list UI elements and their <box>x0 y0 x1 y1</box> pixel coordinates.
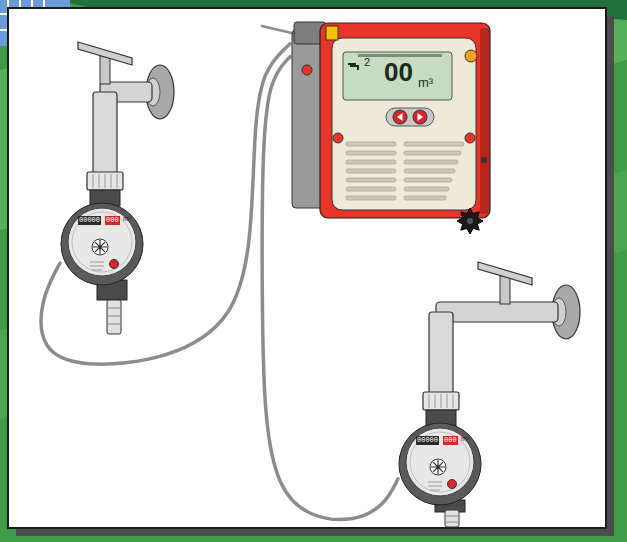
lcd-screen <box>343 52 452 100</box>
faucet-handle <box>478 262 532 285</box>
panel <box>8 8 606 528</box>
handle-stem <box>500 276 510 304</box>
face-ring <box>72 212 132 272</box>
tap-icon <box>348 64 358 70</box>
grille-slot <box>346 169 396 173</box>
yellow-tab <box>326 26 338 40</box>
face-ring <box>410 432 470 492</box>
grille-slot <box>404 151 461 155</box>
indicator-dot <box>302 65 312 75</box>
faucet-spout <box>93 92 117 174</box>
wheel-spokes <box>93 240 107 254</box>
coupling-nut <box>87 172 123 190</box>
grille-slot <box>404 169 455 173</box>
channel-number: 2 <box>364 57 370 68</box>
faucet-spout <box>429 312 453 394</box>
hose-barb <box>107 300 121 334</box>
star-wheel <box>430 459 446 475</box>
star-wheel <box>92 239 108 255</box>
meter-shape <box>60 200 144 284</box>
meter-face <box>406 428 474 496</box>
knob-center <box>467 218 473 224</box>
meter-unit: m³ <box>123 216 131 223</box>
meter-digits: 00000 <box>78 216 101 225</box>
grille-slot <box>404 196 446 200</box>
socket-hole <box>481 157 487 163</box>
meter-shape <box>398 420 482 504</box>
controller-face <box>332 38 476 210</box>
arrow-button <box>413 110 427 124</box>
wheel-spokes <box>431 460 445 474</box>
controller-shape <box>290 18 495 233</box>
meter-fraction-digits: 000 <box>105 216 120 225</box>
sensor-cable <box>41 44 290 364</box>
grille-slot <box>404 178 452 182</box>
button-strip <box>386 108 434 126</box>
indicator-dot <box>465 133 475 143</box>
meter-digits: 00000 <box>416 436 439 445</box>
grille-slot <box>346 196 396 200</box>
orange-button <box>465 50 477 62</box>
controller-body <box>320 23 490 218</box>
nut-ridges <box>93 174 117 188</box>
meter-housing <box>61 203 143 285</box>
adjust-knob <box>457 208 483 234</box>
grille-slot <box>346 178 396 182</box>
grille-slot <box>346 160 396 164</box>
grille-slot <box>404 187 449 191</box>
pulse-controller: 2 00 m³ <box>290 18 495 233</box>
handle-stem <box>100 56 110 84</box>
fine-print-marks <box>90 262 104 270</box>
grille-slot <box>346 142 396 146</box>
water-meter: 00000000m³ <box>60 200 144 284</box>
coupling-nut <box>423 392 459 410</box>
meter-face <box>68 208 136 276</box>
lcd-header-bar <box>358 54 442 57</box>
supply-wire <box>262 26 296 34</box>
indicator-dot <box>333 133 343 143</box>
nut-ridges <box>429 394 453 408</box>
arrow-button <box>393 110 407 124</box>
button-arrow <box>418 113 424 121</box>
faucet-handle <box>78 42 132 65</box>
hose-barb <box>445 510 459 527</box>
barb-ridges <box>445 516 459 522</box>
grille-slot <box>404 142 464 146</box>
barb-ridges <box>107 308 121 324</box>
grille-slot <box>346 187 396 191</box>
volume-reading: 00 <box>384 59 413 85</box>
grille-slot <box>346 151 396 155</box>
reset-button <box>448 480 457 489</box>
water-meter: 00000000m³ <box>398 420 482 504</box>
grille-slot <box>404 160 458 164</box>
reset-button <box>110 260 119 269</box>
volume-unit: m³ <box>418 76 433 89</box>
meter-housing <box>399 423 481 505</box>
body-side <box>480 28 489 214</box>
button-arrow <box>397 113 403 121</box>
meter-unit: m³ <box>461 436 469 443</box>
faucet-pipe <box>436 302 558 322</box>
fine-print-marks <box>428 482 442 490</box>
meter-fraction-digits: 000 <box>443 436 458 445</box>
